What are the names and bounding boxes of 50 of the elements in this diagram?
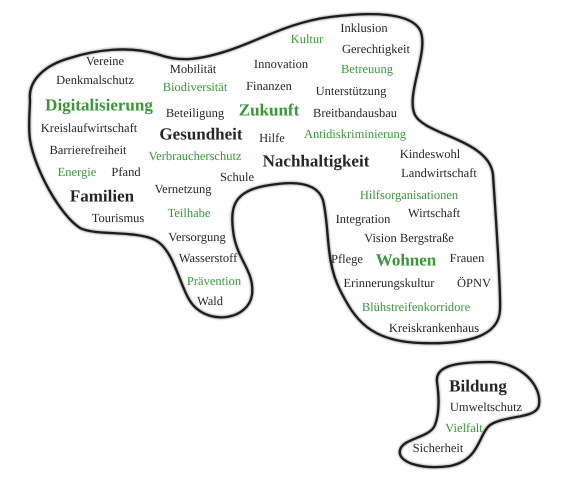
keyword: Antidiskriminierung: [304, 128, 406, 140]
keyword: Barrierefreiheit: [49, 144, 127, 156]
keyword: Zukunft: [238, 102, 300, 118]
keyword: Umweltschutz: [450, 400, 522, 414]
keyword: Wasserstoff: [178, 252, 238, 264]
keyword: Landwirtschaft: [401, 166, 477, 180]
keyword: Kreiskrankenhaus: [388, 322, 480, 334]
keyword: Vernetzung: [154, 182, 212, 196]
keyword: Breitbandausbau: [313, 106, 397, 120]
keyword: Innovation: [254, 58, 308, 70]
keyword: Erinnerungskultur: [344, 276, 434, 290]
keyword: Verbraucherschutz: [148, 150, 242, 162]
keyword: Vielfalt: [445, 422, 483, 434]
keyword: Hilfe: [259, 132, 285, 144]
keyword: Pflege: [331, 252, 363, 266]
keyword: Vereine: [86, 54, 124, 68]
keyword: Kultur: [290, 32, 324, 46]
keyword: Mobilität: [170, 62, 216, 76]
keyword: Nachhaltigkeit: [262, 152, 370, 170]
keyword: Hilfsorganisationen: [360, 188, 458, 202]
keyword: Kreislaufwirtschaft: [40, 122, 138, 134]
keyword: Kindeswohl: [400, 148, 460, 160]
keyword: Frauen: [450, 252, 484, 264]
keyword: Biodiversität: [162, 80, 228, 94]
keyword: Wirtschaft: [408, 206, 460, 220]
keyword: Betreuung: [340, 62, 394, 76]
keyword: Versorgung: [168, 230, 226, 244]
keyword: Familien: [70, 188, 134, 204]
keyword: Tourismus: [92, 212, 144, 224]
keyword: Unterstützung: [316, 84, 386, 98]
keyword: Inklusion: [340, 22, 388, 34]
keyword: Digitalisierung: [45, 96, 153, 114]
keyword: ÖPNV: [456, 276, 492, 290]
keyword: Bildung: [449, 378, 507, 394]
keyword: Gerechtigkeit: [342, 42, 410, 56]
keyword: Finanzen: [246, 80, 292, 92]
keyword: Pfand: [111, 166, 141, 178]
keyword: Prävention: [186, 274, 242, 288]
keyword: Sicherheit: [412, 442, 464, 454]
keyword: Wohnen: [376, 252, 436, 268]
keyword: Gesundheit: [159, 126, 243, 142]
keyword: Beteiligung: [166, 106, 224, 120]
keyword: Integration: [336, 212, 390, 226]
keyword: Blühstreifenkorridore: [362, 300, 470, 314]
keyword: Vision Bergstraße: [364, 232, 454, 244]
keyword: Denkmalschutz: [56, 74, 134, 86]
keyword: Energie: [58, 166, 96, 178]
keyword: Teilhabe: [168, 206, 210, 220]
keyword: Wald: [196, 294, 224, 308]
keyword: Schule: [220, 170, 254, 184]
